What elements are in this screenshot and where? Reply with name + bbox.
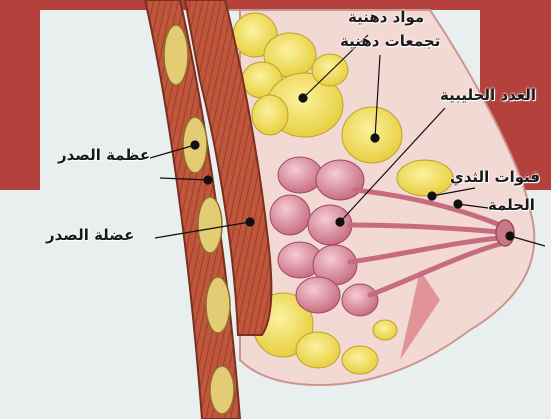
label-milk-glands: الغدد الحليبية <box>440 86 536 104</box>
label-fat-lobules: تجمعات دهنية <box>340 32 440 50</box>
label-chest-muscle: عضلة الصدر <box>46 226 134 244</box>
frame-top-bar <box>0 0 551 10</box>
label-rib: عظمة الصدر <box>58 146 150 164</box>
label-milk-ducts: قنوات الثدي <box>450 168 540 186</box>
label-nipple: الحلمة <box>488 196 535 214</box>
frame-left-bar <box>0 0 40 190</box>
label-fatty-tissue: مواد دهنية <box>348 8 424 26</box>
